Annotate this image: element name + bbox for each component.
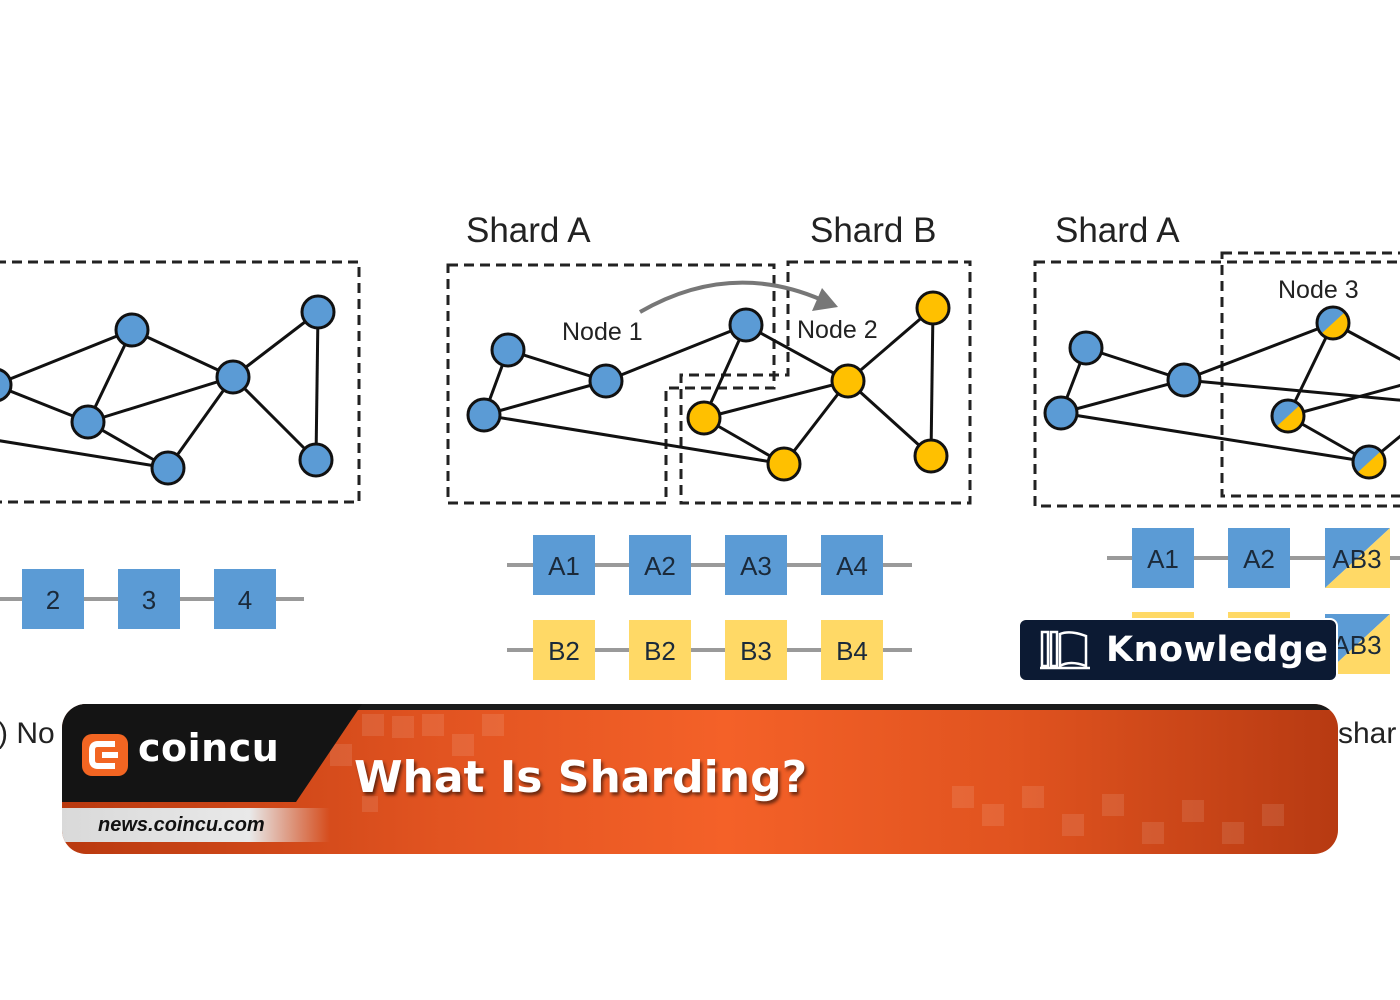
svg-text:4: 4 xyxy=(238,585,252,615)
svg-text:A3: A3 xyxy=(740,551,772,581)
url-strip xyxy=(62,808,330,842)
node-move-arrow xyxy=(639,280,823,314)
svg-text:AB3: AB3 xyxy=(1332,544,1381,574)
right-caption-fragment: shar xyxy=(1338,717,1396,750)
svg-text:A2: A2 xyxy=(1243,544,1275,574)
right-overlap-boundary xyxy=(1220,251,1400,498)
right-chain-block-yellow-partial xyxy=(1132,612,1194,622)
left-network-edges xyxy=(0,310,320,470)
right-network-nodes-blue xyxy=(1043,330,1202,431)
svg-text:A4: A4 xyxy=(836,551,868,581)
left-chain-block: 3 xyxy=(118,569,180,629)
left-chain-block: 4 xyxy=(214,569,276,629)
shard-a-block: A4 xyxy=(821,535,883,595)
shard-b-block: B2 xyxy=(629,620,691,680)
svg-text:B3: B3 xyxy=(740,636,772,666)
coincu-logo-icon xyxy=(82,734,128,776)
svg-text:B4: B4 xyxy=(836,636,868,666)
svg-text:3: 3 xyxy=(142,585,156,615)
right-chain-block: A1 xyxy=(1132,528,1194,588)
shard-a-block: A1 xyxy=(533,535,595,595)
badge-label: Knowledge xyxy=(1106,630,1329,670)
shard-a-boundary xyxy=(446,263,776,505)
left-caption-fragment: ) No xyxy=(0,717,55,750)
headline: What Is Sharding? xyxy=(354,752,808,803)
right-chain-block-mixed-partial: AB3 xyxy=(1325,614,1390,674)
svg-text:AB3: AB3 xyxy=(1332,630,1381,660)
node-1-label: Node 1 xyxy=(562,318,643,346)
shard-a-block: A3 xyxy=(725,535,787,595)
shard-a-label-right: Shard A xyxy=(1055,211,1180,250)
shard-a-block: A2 xyxy=(629,535,691,595)
site-url: news.coincu.com xyxy=(98,814,265,836)
shard-b-block: B2 xyxy=(533,620,595,680)
shard-b-label: Shard B xyxy=(810,211,936,250)
banner-top-edge xyxy=(62,704,1338,710)
knowledge-badge: Knowledge xyxy=(1018,618,1338,682)
middle-network-nodes-blue xyxy=(466,307,764,433)
shard-a-label: Shard A xyxy=(466,211,591,250)
svg-text:A1: A1 xyxy=(548,551,580,581)
node-3-label: Node 3 xyxy=(1278,276,1359,304)
logo-wordmark: coincu xyxy=(138,726,280,770)
right-network-nodes-mixed xyxy=(1270,305,1387,480)
open-book-icon xyxy=(1040,630,1090,670)
node-2-label: Node 2 xyxy=(797,316,878,344)
right-chain-block-yellow-partial xyxy=(1228,612,1290,622)
middle-network-nodes-yellow xyxy=(686,290,951,482)
arrow-head xyxy=(812,288,838,311)
right-chain-block: A2 xyxy=(1228,528,1290,588)
shard-b-block: B3 xyxy=(725,620,787,680)
right-shard-a-boundary xyxy=(1033,260,1400,508)
svg-text:B2: B2 xyxy=(548,636,580,666)
left-chain-block: 2 xyxy=(22,569,84,629)
svg-text:A1: A1 xyxy=(1147,544,1179,574)
shard-b-boundary xyxy=(679,260,972,505)
svg-text:B2: B2 xyxy=(644,636,676,666)
right-chain-block-mixed: AB3 xyxy=(1325,528,1390,588)
left-network-box xyxy=(0,260,361,504)
right-network-edges xyxy=(1059,321,1400,464)
shard-b-block: B4 xyxy=(821,620,883,680)
left-network-nodes xyxy=(0,294,336,486)
svg-text:2: 2 xyxy=(46,585,60,615)
title-banner: coincu news.coincu.com What Is Sharding? xyxy=(62,704,1338,854)
svg-text:A2: A2 xyxy=(644,551,676,581)
